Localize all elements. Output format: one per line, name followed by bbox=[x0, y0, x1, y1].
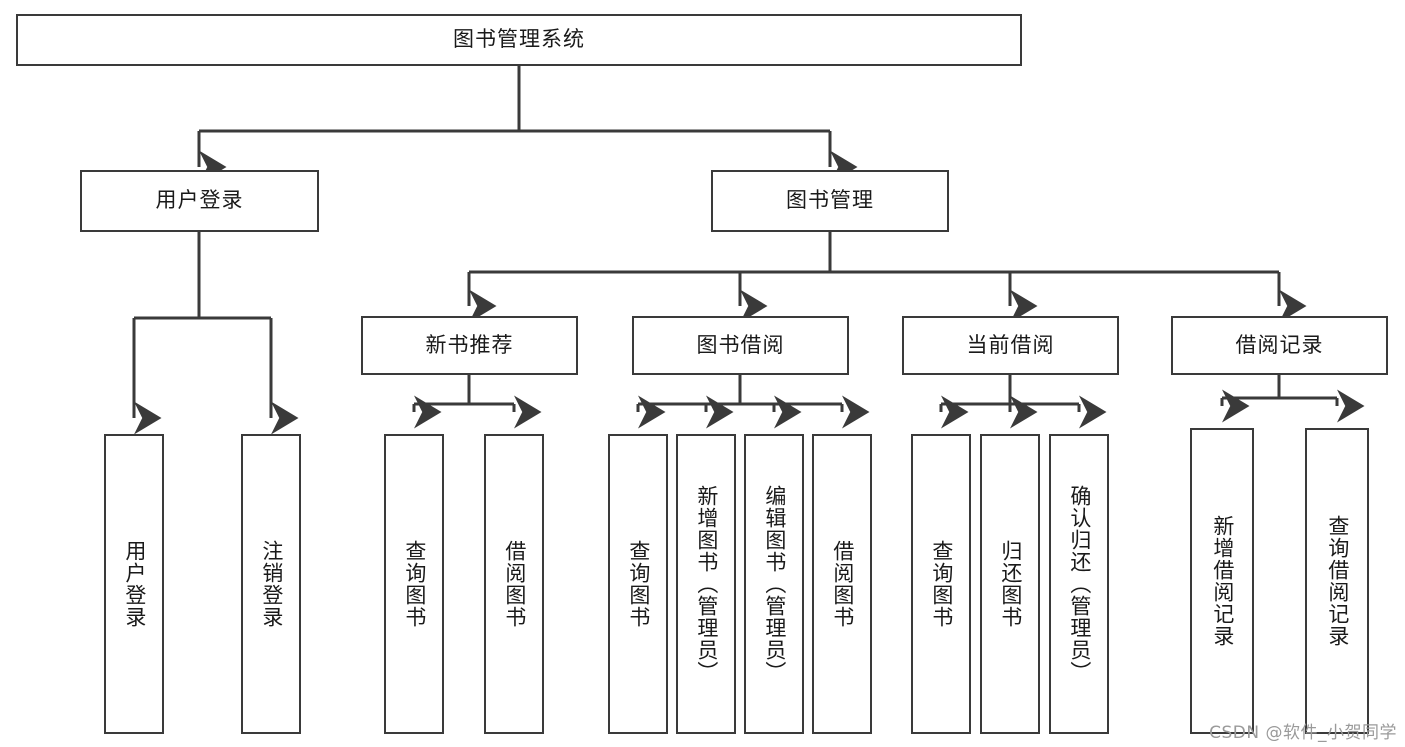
watermark-text: CSDN @软件_小贺同学 bbox=[1209, 723, 1397, 743]
leaf-recommend-borrow-book[interactable]: 借阅图书 bbox=[484, 434, 544, 734]
node-label: 用户登录 bbox=[155, 188, 244, 213]
leaf-current-confirm-return-admin[interactable]: 确认归还（管理员） bbox=[1049, 434, 1109, 734]
node-label: 查询图书 bbox=[626, 540, 651, 628]
leaf-user-login-signin[interactable]: 用户登录 bbox=[104, 434, 164, 734]
node-label: 查询图书 bbox=[402, 540, 427, 628]
leaf-current-query-book[interactable]: 查询图书 bbox=[911, 434, 971, 734]
node-current-borrow[interactable]: 当前借阅 bbox=[902, 316, 1119, 375]
node-label: 注销登录 bbox=[259, 540, 284, 628]
leaf-borrow-borrow-book[interactable]: 借阅图书 bbox=[812, 434, 872, 734]
node-root-system[interactable]: 图书管理系统 bbox=[16, 14, 1022, 66]
node-new-book-recommend[interactable]: 新书推荐 bbox=[361, 316, 578, 375]
node-label: 编辑图书（管理员） bbox=[762, 485, 787, 683]
node-label: 借阅图书 bbox=[830, 540, 855, 628]
node-label: 借阅图书 bbox=[502, 540, 527, 628]
node-book-management[interactable]: 图书管理 bbox=[711, 170, 949, 232]
leaf-borrow-add-book-admin[interactable]: 新增图书（管理员） bbox=[676, 434, 736, 734]
node-label: 查询借阅记录 bbox=[1325, 515, 1350, 647]
node-borrow-record[interactable]: 借阅记录 bbox=[1171, 316, 1388, 375]
node-label: 借阅记录 bbox=[1235, 332, 1324, 357]
leaf-record-add-record[interactable]: 新增借阅记录 bbox=[1190, 428, 1254, 734]
node-label: 图书借阅 bbox=[696, 332, 785, 357]
node-label: 新增图书（管理员） bbox=[694, 485, 719, 683]
node-label: 新增借阅记录 bbox=[1210, 515, 1235, 647]
leaf-user-login-signout[interactable]: 注销登录 bbox=[241, 434, 301, 734]
node-label: 查询图书 bbox=[929, 540, 954, 628]
leaf-recommend-query-book[interactable]: 查询图书 bbox=[384, 434, 444, 734]
node-label: 图书管理系统 bbox=[453, 27, 585, 52]
node-user-login[interactable]: 用户登录 bbox=[80, 170, 319, 232]
leaf-borrow-edit-book-admin[interactable]: 编辑图书（管理员） bbox=[744, 434, 804, 734]
node-label: 用户登录 bbox=[122, 540, 147, 628]
leaf-current-return-book[interactable]: 归还图书 bbox=[980, 434, 1040, 734]
leaf-record-query-record[interactable]: 查询借阅记录 bbox=[1305, 428, 1369, 734]
node-label: 归还图书 bbox=[998, 540, 1023, 628]
leaf-borrow-query-book[interactable]: 查询图书 bbox=[608, 434, 668, 734]
node-label: 新书推荐 bbox=[425, 332, 514, 357]
node-label: 图书管理 bbox=[786, 188, 874, 213]
node-book-borrow[interactable]: 图书借阅 bbox=[632, 316, 849, 375]
node-label: 确认归还（管理员） bbox=[1067, 485, 1092, 683]
node-label: 当前借阅 bbox=[966, 332, 1055, 357]
